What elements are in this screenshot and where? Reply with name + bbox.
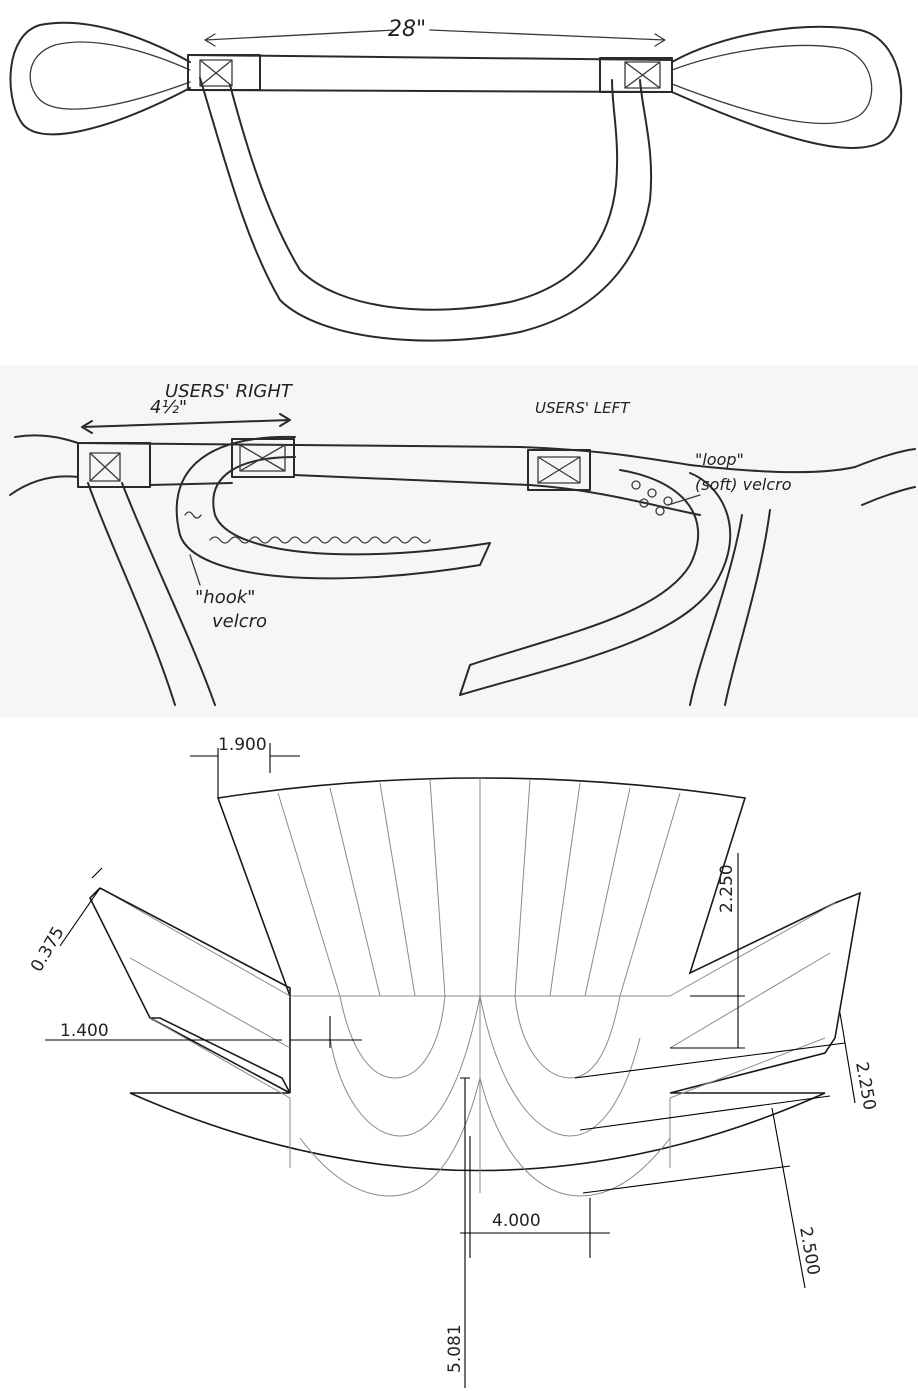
u-curve-3 [299, 1077, 481, 1197]
belt-band-top [187, 54, 673, 61]
dim-2500-lines [582, 1107, 806, 1289]
dim-1900-lines [190, 743, 300, 798]
belt-bottom-edge [149, 474, 701, 516]
hook-pattern [184, 511, 431, 544]
width-arrow [204, 29, 666, 47]
right-stub [854, 448, 916, 506]
u-curve-5 [479, 995, 641, 1137]
right-loop-inner [671, 44, 873, 125]
seat-outer [199, 77, 653, 342]
right-buckle [527, 449, 591, 491]
width-label: 28" [388, 17, 426, 42]
sketch-top-panel: 28" [0, 0, 918, 360]
hook-label-1: "hook" [195, 587, 255, 608]
left-buckle [77, 442, 151, 488]
dim-0375: 0.375 [27, 923, 69, 975]
back-panel-outline [129, 777, 862, 1172]
hook-strap-outer [175, 435, 491, 580]
left-loop [9, 21, 191, 136]
left-buckle-box [187, 54, 261, 91]
u-curve-4 [514, 995, 621, 1079]
left-down-strap [87, 482, 216, 706]
seat-inner [229, 79, 619, 311]
dim-2250-lower-lines [574, 1012, 856, 1131]
loop-label-2: (soft) velcro [695, 475, 792, 494]
left-wing [89, 887, 291, 1019]
dim-1900: 1.900 [218, 735, 267, 755]
dim-4000: 4.000 [492, 1211, 541, 1231]
length-label: 4½" [150, 397, 187, 418]
rib-lines [277, 778, 681, 997]
left-loop-inner [29, 41, 191, 110]
dim-5081: 5.081 [445, 1324, 465, 1373]
users-left-label: USERS' LEFT [535, 399, 631, 417]
sketch-mid-svg: 4½" USERS' RIGHT USERS' LEFT "hook" velc… [9, 381, 916, 706]
right-buckle-cross [624, 61, 661, 89]
length-arrow [81, 413, 291, 434]
hook-strap-x [239, 444, 286, 472]
hook-strap-box [231, 438, 295, 478]
dim-1400: 1.400 [60, 1021, 109, 1041]
cad-drawing-svg: 1.900 0.375 2.250 1.400 2.250 4.000 2.50… [27, 735, 879, 1388]
left-buckle-cross [199, 59, 233, 87]
loop-pattern [631, 480, 673, 516]
loop-strap [459, 469, 732, 696]
center-divider [289, 996, 671, 1193]
left-stub [9, 434, 79, 496]
sketch-mid-panel: 4½" USERS' RIGHT USERS' LEFT "hook" velc… [0, 365, 918, 717]
loop-pointer [667, 494, 701, 506]
sketch-top-svg: 28" [9, 17, 903, 342]
loop-label-1: "loop" [695, 450, 744, 469]
right-buckle-x [537, 456, 581, 484]
left-buckle-x [89, 452, 121, 482]
dim-2250-upper-lines [670, 853, 745, 1049]
u-curve-2 [329, 995, 481, 1137]
right-loop [671, 25, 903, 149]
dim-2250-upper: 2.250 [717, 864, 737, 913]
right-buckle-box [599, 57, 673, 93]
u-curve-6 [479, 1077, 671, 1197]
dim-5081-lines [460, 1077, 470, 1388]
dim-1400-lines [45, 1016, 362, 1048]
dim-0375-lines [59, 867, 103, 947]
dim-2250-lower: 2.250 [851, 1060, 879, 1111]
right-wing-lines [669, 902, 836, 1099]
cad-drawing-panel: 1.900 0.375 2.250 1.400 2.250 4.000 2.50… [0, 718, 918, 1391]
dim-4000-lines [460, 1136, 610, 1258]
belt-top-edge [77, 442, 856, 474]
right-down-strap [689, 509, 771, 706]
hook-pointer [189, 554, 201, 586]
u-curve-1 [339, 995, 446, 1079]
belt-band-bottom [187, 89, 673, 93]
hook-label-2: velcro [212, 611, 267, 632]
users-right-label: USERS' RIGHT [165, 381, 294, 402]
left-wing-lines [99, 887, 291, 1099]
dim-2500: 2.500 [795, 1225, 823, 1276]
